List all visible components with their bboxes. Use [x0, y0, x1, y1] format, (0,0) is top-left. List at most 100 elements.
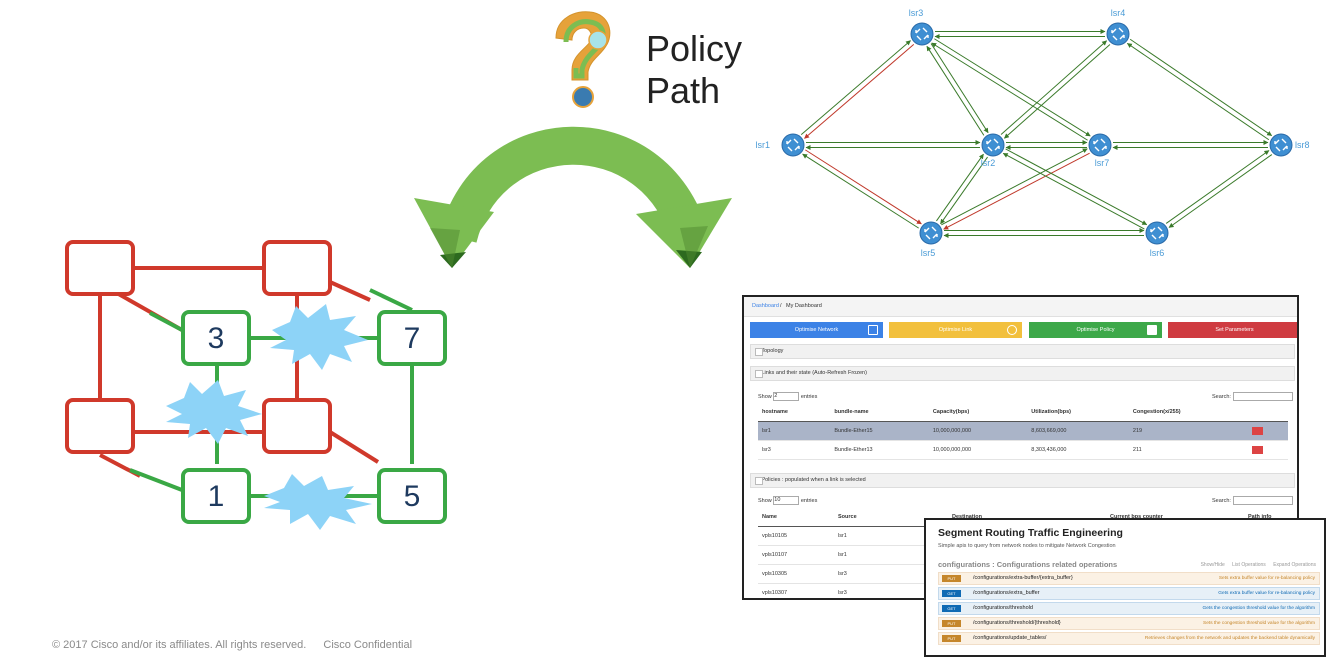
api-title: Segment Routing Traffic Engineering [938, 527, 1123, 539]
grid-node-label: 5 [404, 480, 421, 513]
button-label: Optimise Link [938, 327, 973, 333]
table-row[interactable]: lsr3 Bundle-Ether13 10,000,000,000 8,303… [758, 440, 1288, 460]
question-mark-icon [555, 11, 611, 108]
entries-label: entries [800, 393, 818, 400]
router-icon[interactable] [981, 133, 1005, 157]
collapse-icon[interactable] [755, 370, 763, 378]
topology-link [936, 153, 984, 222]
router-label: lsr4 [1111, 8, 1126, 18]
topology-link [1165, 150, 1270, 224]
optimise-policy-button[interactable]: Optimise Policy [1029, 322, 1162, 338]
cell-source: lsr3 [834, 583, 948, 598]
col-source[interactable]: Source [834, 508, 948, 527]
col-congestion[interactable]: Congestion(x/255) [1128, 403, 1248, 422]
cell-name: vpls10107 [758, 545, 834, 565]
col-capacity[interactable]: Capacity(bps) [928, 403, 1028, 422]
method-badge: PUT [942, 635, 961, 642]
table-row[interactable]: lsr1 Bundle-Ether15 10,000,000,000 8,603… [758, 421, 1288, 441]
api-docs-panel: Segment Routing Traffic Engineering Simp… [924, 518, 1326, 657]
cell-capacity: 10,000,000,000 [928, 421, 1028, 441]
cell-name: vpls10105 [758, 526, 834, 546]
links-length-select[interactable]: 2 [773, 392, 800, 401]
api-section-title[interactable]: configurations : Configurations related … [938, 560, 1118, 569]
breadcrumb-separator: / [780, 303, 782, 309]
topology-link [941, 148, 1088, 226]
set-parameters-button[interactable]: Set Parameters [1168, 322, 1297, 338]
breadcrumb-current: My Dashboard [786, 303, 822, 309]
router-icon[interactable] [1088, 133, 1112, 157]
search-label: Search: [1212, 497, 1231, 504]
search-label: Search: [1212, 393, 1231, 400]
api-operation[interactable]: PUT/configurations/update_tables/Retriev… [938, 632, 1320, 645]
show-hide-link[interactable]: Show/Hide [1200, 562, 1225, 568]
router-icon[interactable] [1145, 221, 1169, 245]
links-table: hostname bundle-name Capacity(bps) Utili… [758, 403, 1288, 460]
col-name[interactable]: Name [758, 508, 834, 527]
col-hostname[interactable]: hostname [758, 403, 831, 422]
topology-link [1000, 40, 1107, 135]
topology-link [1004, 44, 1111, 139]
optimise-network-button[interactable]: Optimise Network [750, 322, 883, 338]
router-label: lsr3 [909, 8, 924, 18]
router-label: lsr7 [1095, 158, 1110, 168]
api-operation[interactable]: PUT/configurations/extra-buffer/{extra_b… [938, 572, 1320, 585]
op-path: /configurations/threshold [973, 605, 1033, 611]
remove-button[interactable] [1251, 446, 1263, 454]
copyright-text: © 2017 Cisco and/or its affiliates. All … [52, 639, 307, 651]
select-value: 10 [774, 497, 781, 503]
links-search-input[interactable] [1232, 392, 1293, 401]
panel-title: ☰ Policies : populated when a link is se… [755, 477, 866, 483]
collapse-icon[interactable] [755, 477, 763, 485]
policies-panel-header[interactable]: ☰ Policies : populated when a link is se… [750, 473, 1295, 488]
router-icon[interactable] [1106, 22, 1130, 46]
router-icon[interactable] [919, 221, 943, 245]
cell-congestion: 219 [1128, 421, 1248, 441]
footer: © 2017 Cisco and/or its affiliates. All … [52, 639, 412, 651]
topology-link [1126, 42, 1270, 141]
topology-link [931, 42, 1088, 141]
curved-arrow-icon [414, 126, 732, 268]
topology-link [1168, 154, 1273, 228]
router-icon[interactable] [1269, 133, 1293, 157]
cell-congestion: 211 [1128, 440, 1248, 460]
policies-search-input[interactable] [1232, 496, 1293, 505]
breadcrumb-home-link[interactable]: Dashboard [752, 303, 779, 309]
col-bundle[interactable]: bundle-name [830, 403, 929, 422]
topology-link [926, 45, 985, 136]
cell-name: vpls10307 [758, 583, 834, 598]
topology-link [802, 153, 919, 229]
policy-label-line1: Policy [646, 28, 743, 69]
remove-button[interactable] [1251, 427, 1263, 435]
topology-link [934, 38, 1091, 137]
topology-link [805, 149, 922, 225]
method-badge: GET [942, 605, 961, 612]
cell-name: vpls10305 [758, 564, 834, 584]
list-operations-link[interactable]: List Operations [1232, 562, 1266, 568]
grid-node-label: 3 [208, 322, 225, 355]
links-search: Search: [1212, 392, 1293, 401]
panel-title: ☰ Links and their state (Auto-Refresh Fr… [755, 370, 867, 376]
optimise-link-button[interactable]: Optimise Link [889, 322, 1022, 338]
router-label: lsr2 [981, 158, 996, 168]
api-subtitle: Simple apis to query from network nodes … [938, 543, 1116, 549]
topology-panel-header[interactable]: ☰ Topology [750, 344, 1295, 359]
link-icon [1007, 325, 1017, 335]
entries-label: entries [800, 497, 818, 504]
router-icon[interactable] [910, 22, 934, 46]
button-label: Set Parameters [1215, 327, 1254, 333]
links-panel-header[interactable]: ☰ Links and their state (Auto-Refresh Fr… [750, 366, 1295, 381]
router-icon[interactable] [781, 133, 805, 157]
collapse-icon[interactable] [755, 348, 763, 356]
col-utilization[interactable]: Utilization(bps) [1027, 403, 1129, 422]
policies-length-select[interactable]: 10 [773, 496, 800, 505]
method-badge: PUT [942, 575, 961, 582]
api-section-links: Show/Hide List Operations Expand Operati… [1195, 562, 1316, 568]
policies-search: Search: [1212, 496, 1293, 505]
api-operation[interactable]: PUT/configurations/threshold/{threshold}… [938, 617, 1320, 630]
cell-hostname: lsr3 [758, 440, 831, 460]
expand-operations-link[interactable]: Expand Operations [1273, 562, 1316, 568]
